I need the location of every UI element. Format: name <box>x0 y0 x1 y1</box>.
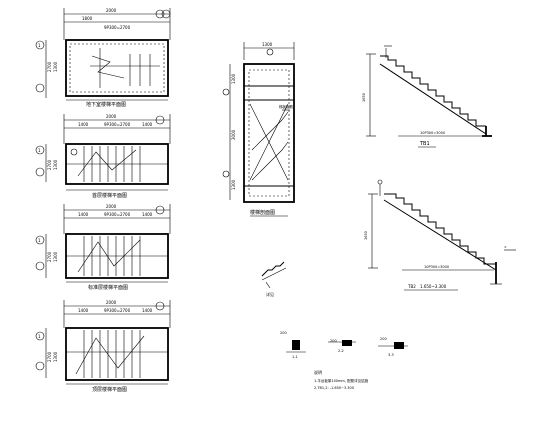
section-label: 3-3 <box>388 353 394 357</box>
plan-dim-side-2: 1300 <box>53 251 58 262</box>
small-detail: 详见 <box>261 261 287 297</box>
stair-plan-1: 2000 1800 9P300=2700 1 2700 1300 地下室楼梯平面… <box>35 8 171 108</box>
general-notes: 说明 1.平台板厚100mm, 配筋详见结施 2.TB1,2: -1.650~3… <box>314 369 369 390</box>
plan-dim-side-1: 2700 <box>47 159 52 170</box>
shaft-stair-flights <box>249 103 289 181</box>
plan-dim-top-4: 1400 <box>142 122 153 127</box>
plan-dim-top-1: 2000 <box>106 204 117 209</box>
plan-dim-top-3: 9P300=2700 <box>104 122 131 127</box>
shaft-dim-side-1: 1300 <box>231 73 236 84</box>
plan-caption: 标准层楼梯平面图 <box>88 284 128 291</box>
shaft-label: 梯板配筋 <box>279 104 293 109</box>
section-2: 200 2-2 <box>328 339 356 353</box>
stair-shaft-section: 1300 1300 3000 1300 梯板配筋 楼梯剖面图 <box>222 42 295 217</box>
plan-grid-mark: 1 <box>38 238 41 243</box>
shaft-dim-side-2: 3000 <box>231 129 236 140</box>
stair-plan-4: 2000 1400 9P300=2700 1400 1 2700 1300 顶层… <box>35 300 171 393</box>
shaft-dim-top: 1300 <box>262 42 273 47</box>
stair-treads <box>66 330 168 378</box>
plan-dim-top-3: 9P300=2700 <box>104 25 131 30</box>
notes-line-2: 2.TB1,2: -1.650~3.300 <box>314 386 354 390</box>
section-1: 200 1-1 <box>280 331 306 359</box>
shaft-caption: 楼梯剖面图 <box>250 209 275 216</box>
plan-dim-top-2: 1400 <box>78 122 89 127</box>
plan-dim-side-2: 1300 <box>53 61 58 72</box>
section-3: 200 3-3 <box>378 337 408 357</box>
grid-bubble <box>35 40 45 50</box>
section-size: 200 <box>330 339 337 343</box>
plan-dim-top-2: 1400 <box>78 308 89 313</box>
plan-grid-mark: 1 <box>38 43 41 48</box>
plan-dim-top-1: 2000 <box>106 8 117 13</box>
shaft-dim-side-3: 1300 <box>231 179 236 190</box>
stair-treads <box>66 236 168 276</box>
notes-line-1: 1.平台板厚100mm, 配筋详见结施 <box>314 378 369 383</box>
flight2-tag: TB2 <box>407 284 416 289</box>
plan-grid-mark: 1 <box>38 334 41 339</box>
plan-grid-mark: 1 <box>38 148 41 153</box>
plan-dim-side-1: 2700 <box>47 351 52 362</box>
plan-dim-side-2: 1300 <box>53 351 58 362</box>
flight-elevation-1: 1650 10P300=3000 TB1 <box>362 45 492 148</box>
stair-plan-2: 2000 1400 9P300=2700 1400 1 2700 1300 首层… <box>35 114 171 199</box>
section-size: 200 <box>380 337 387 341</box>
stair-treads <box>90 48 160 88</box>
section-label: 1-1 <box>292 355 298 359</box>
plan-caption: 顶层楼梯平面图 <box>92 386 127 393</box>
flight1-dim-bottom: 10P300=3000 <box>420 131 445 135</box>
flight1-dim-side: 1650 <box>362 93 366 102</box>
section-label: 2-2 <box>338 349 344 353</box>
plan-dim-side-1: 2700 <box>47 61 52 72</box>
flight1-tag: TB1 <box>419 141 430 147</box>
flight2-level: ± <box>504 245 507 249</box>
plan-dim-top-4: 1400 <box>142 308 153 313</box>
plan-dim-top-2: 1800 <box>82 16 93 21</box>
plan-dim-side-1: 2700 <box>47 251 52 262</box>
plan-dim-top-1: 2000 <box>106 114 117 119</box>
detail-tag: 详见 <box>266 291 274 297</box>
flight2-dim-side: 1650 <box>364 231 368 240</box>
plan-dim-top-3: 9P300=2700 <box>104 212 131 217</box>
flight-elevation-2: 1650 ± 10P300=3000 TB2 1.650~3.300 <box>364 179 516 291</box>
plan-caption: 地下室楼梯平面图 <box>86 101 126 108</box>
stair-treads <box>66 146 168 182</box>
section-size: 200 <box>280 331 287 335</box>
flight2-dim-bottom: 10P300=3000 <box>424 265 449 269</box>
stair-plan-3: 2000 1400 9P300=2700 1400 1 2700 1300 标准… <box>35 204 171 291</box>
plan-dim-side-2: 1300 <box>53 159 58 170</box>
plan-dim-top-1: 2000 <box>106 300 117 305</box>
plan-caption: 首层楼梯平面图 <box>92 192 127 199</box>
flight2-note: 1.650~3.300 <box>420 284 447 289</box>
plan-dim-top-4: 1400 <box>142 212 153 217</box>
plan-dim-top-3: 9P300=2700 <box>104 308 131 313</box>
notes-title: 说明 <box>314 369 322 375</box>
plan-dim-top-2: 1400 <box>78 212 89 217</box>
